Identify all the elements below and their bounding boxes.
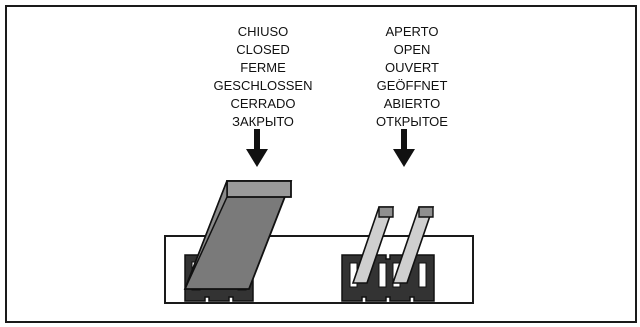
closed-cap-top — [226, 180, 292, 198]
open-label-ru: ОТКРЫТОЕ — [376, 114, 448, 129]
open-label-fr: OUVERT — [385, 60, 439, 75]
open-pin-4 — [418, 262, 427, 288]
closed-label-en: CLOSED — [236, 42, 290, 57]
closed-arrow-icon — [246, 129, 268, 167]
open-pin-2 — [378, 262, 387, 288]
open-jumper-cap-right — [391, 206, 435, 284]
closed-label-de: GESCHLOSSEN — [213, 78, 313, 93]
closed-cap-side — [184, 180, 228, 290]
closed-label-it: CHIUSO — [237, 24, 289, 39]
open-label-en: OPEN — [393, 42, 431, 57]
closed-jumper-cap — [183, 180, 293, 290]
open-label-es: ABIERTO — [383, 96, 441, 111]
diagram-frame: CHIUSO CLOSED FERME GESCHLOSSEN CERRADO … — [5, 5, 637, 323]
closed-label-fr: FERME — [240, 60, 286, 75]
open-jumper-cap-left — [351, 206, 395, 284]
jumper-illustration — [164, 129, 474, 304]
closed-label-ru: ЗАКРЫТО — [232, 114, 294, 129]
open-label-group: APERTO OPEN OUVERT GEÖFFNET ABIERTO ОТКР… — [332, 23, 492, 131]
closed-label-es: CERRADO — [230, 96, 296, 111]
closed-label-group: CHIUSO CLOSED FERME GESCHLOSSEN CERRADO … — [183, 23, 343, 131]
open-label-de: GEÖFFNET — [376, 78, 448, 93]
open-arrow-icon — [393, 129, 415, 167]
open-label-it: APERTO — [385, 24, 439, 39]
